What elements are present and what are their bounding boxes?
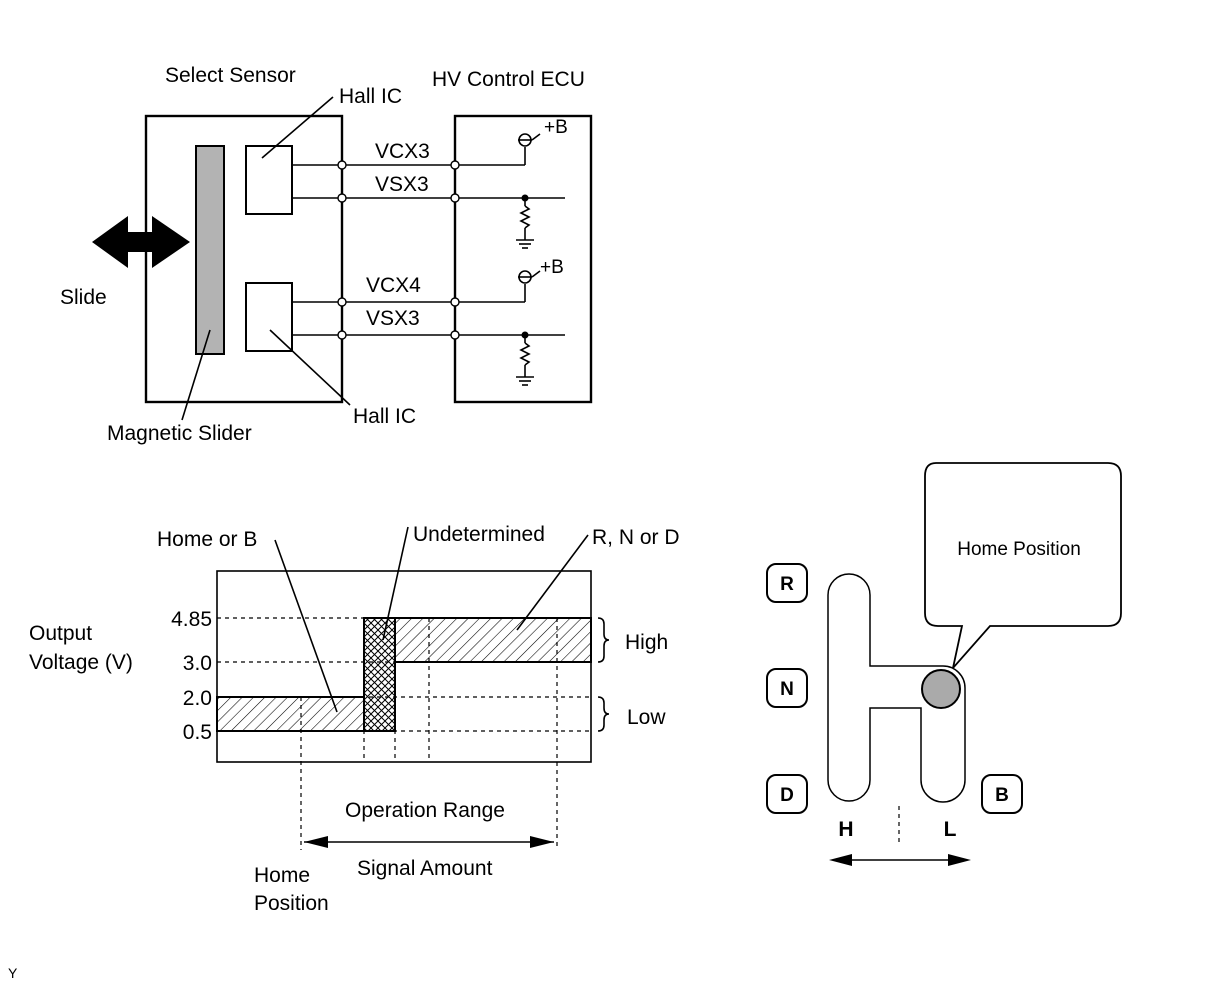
tick-label: 0.5 (183, 721, 212, 744)
vsx3-bottom-label: VSX3 (366, 307, 420, 330)
hall-ic-top-label: Hall IC (339, 85, 402, 108)
arrow-left-icon (829, 854, 852, 866)
plus-b-terminal-icon (518, 270, 541, 284)
resistor-ground-icon (516, 331, 534, 386)
gear-r-badge: R (766, 563, 808, 603)
figure-code: Y (8, 965, 18, 981)
high-label: High (625, 631, 668, 654)
home-position-callout-text: Home Position (957, 539, 1081, 560)
tick-label: 3.0 (183, 652, 212, 675)
magnetic-slider-label: Magnetic Slider (107, 422, 252, 445)
arrow-left-icon (304, 836, 328, 848)
home-position-label-line2: Position (254, 892, 329, 915)
tick-label: 2.0 (183, 687, 212, 710)
vcx3-label: VCX3 (375, 140, 430, 163)
gear-d-label: D (780, 785, 794, 806)
junction-nodes (337, 160, 460, 340)
high-brace (597, 617, 610, 663)
arrow-right-icon (530, 836, 554, 848)
gear-n-label: N (780, 679, 794, 700)
low-brace (597, 696, 610, 732)
magnetic-slider-bar (195, 145, 225, 355)
hv-ecu-label: HV Control ECU (432, 68, 585, 91)
arrow-right-icon (948, 854, 971, 866)
undetermined-label: Undetermined (413, 523, 545, 546)
select-sensor-box (144, 114, 344, 404)
select-sensor-label: Select Sensor (165, 64, 296, 87)
output-voltage-graph: Home or B Undetermined R, N or D Output … (29, 523, 680, 915)
vsx3-top-label: VSX3 (375, 173, 429, 196)
signal-amount-label: Signal Amount (357, 857, 493, 880)
low-region-home-or-b (216, 696, 365, 732)
hall-ic-bottom-label: Hall IC (353, 405, 416, 428)
gear-b-badge: B (981, 774, 1023, 814)
plus-b-bottom-label: +B (540, 257, 564, 278)
l-label: L (944, 818, 957, 841)
magnetic-slider-leader (181, 329, 211, 421)
circuit-section: Select Sensor HV Control ECU Hall IC Hal… (60, 64, 593, 445)
home-position-callout (924, 462, 1122, 672)
hall-ic-bottom-box (245, 282, 293, 352)
gear-d-badge: D (766, 774, 808, 814)
shift-knob-home (921, 669, 961, 709)
operation-range-label: Operation Range (345, 799, 505, 822)
hv-ecu-box (453, 114, 593, 404)
home-position-label-line1: Home (254, 864, 310, 887)
plus-b-terminal-icon (518, 133, 541, 147)
undetermined-region (363, 617, 396, 732)
slide-arrow-icon (92, 216, 190, 268)
rnd-label: R, N or D (592, 526, 680, 549)
shift-gate (827, 573, 966, 803)
home-or-b-label: Home or B (157, 528, 257, 551)
hall-ic-bottom-leader (269, 329, 351, 406)
slide-label: Slide (60, 286, 107, 309)
hall-ic-top-box (245, 145, 293, 215)
hall-ic-top-leader (261, 96, 334, 159)
y-axis-label-line1: Output (29, 622, 92, 645)
vcx4-label: VCX4 (366, 274, 421, 297)
gear-b-label: B (995, 785, 1009, 806)
low-label: Low (627, 706, 666, 729)
h-label: H (838, 818, 853, 841)
tick-label: 4.85 (171, 608, 212, 631)
resistor-ground-icon (516, 194, 534, 249)
shift-lever-pattern: Home Position R N D B H L (766, 462, 1122, 866)
graph-frame (216, 570, 592, 763)
gear-n-badge: N (766, 668, 808, 708)
y-axis-label-line2: Voltage (V) (29, 651, 133, 674)
high-region-rnd (394, 617, 592, 663)
gear-r-label: R (780, 574, 794, 595)
plus-b-top-label: +B (544, 117, 568, 138)
